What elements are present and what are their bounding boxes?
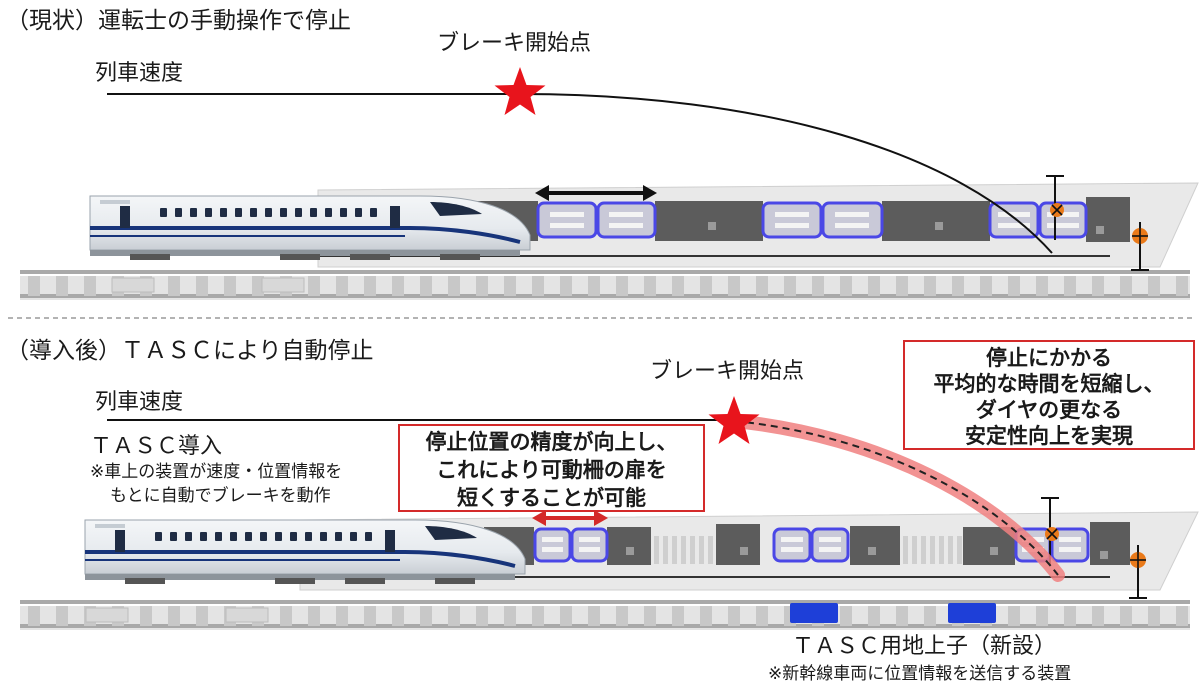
top-brake-label: ブレーキ開始点 bbox=[437, 31, 592, 56]
transponder-note: ※新幹線車両に位置情報を送信する装置 bbox=[768, 664, 1072, 684]
callout-time-line: 平均的な時間を短縮し、 bbox=[933, 372, 1165, 396]
top-speed-label: 列車速度 bbox=[95, 61, 184, 86]
top-stop-target bbox=[1131, 222, 1149, 271]
callout-door-line: 停止位置の精度が向上し、 bbox=[425, 430, 678, 454]
callout-stop-time: 停止にかかる 平均的な時間を短縮し、 ダイヤの更なる 安定性向上を実現 bbox=[903, 340, 1195, 450]
tasc-note-line-1: ※車上の装置が速度・位置情報を bbox=[90, 462, 343, 482]
callout-time-line: 停止にかかる bbox=[986, 346, 1112, 370]
top-track bbox=[20, 270, 1190, 300]
top-door-width-arrow bbox=[535, 185, 657, 201]
tasc-note-line-2: もとに自動でブレーキを動作 bbox=[110, 486, 331, 506]
bottom-brake-label: ブレーキ開始点 bbox=[650, 359, 805, 384]
top-stop-marker bbox=[1046, 175, 1064, 240]
bottom-stop-marker bbox=[1041, 497, 1059, 565]
transponder-label: ＴＡＳＣ用地上子（新設） bbox=[792, 634, 1057, 659]
callout-door-accuracy: 停止位置の精度が向上し、 これにより可動柵の扉を 短くすることが可能 bbox=[398, 424, 705, 512]
bottom-speed-curve bbox=[107, 414, 1065, 582]
top-platform-doors bbox=[536, 201, 1088, 239]
bottom-door-width-arrow bbox=[532, 510, 608, 526]
callout-door-line: これにより可動柵の扉を bbox=[436, 458, 667, 482]
tasc-title: ＴＡＳＣ導入 bbox=[90, 434, 223, 459]
top-brake-star-icon bbox=[494, 67, 546, 115]
bottom-heading: （導入後）ＴＡＳＣにより自動停止 bbox=[6, 338, 374, 364]
callout-time-line: 安定性向上を実現 bbox=[965, 424, 1133, 448]
callout-time-line: ダイヤの更なる bbox=[975, 398, 1123, 422]
top-train bbox=[89, 195, 531, 260]
top-heading: （現状）運転士の手動操作で停止 bbox=[6, 8, 351, 34]
callout-door-line: 短くすることが可能 bbox=[457, 486, 646, 510]
bottom-stop-target bbox=[1129, 545, 1147, 599]
bottom-track bbox=[20, 600, 1190, 630]
transponder-2 bbox=[948, 603, 996, 623]
bottom-brake-star-icon bbox=[708, 396, 760, 444]
bottom-speed-label: 列車速度 bbox=[95, 390, 184, 415]
top-speed-curve bbox=[107, 93, 1053, 254]
bottom-train bbox=[84, 519, 526, 584]
transponder-1 bbox=[790, 603, 838, 623]
